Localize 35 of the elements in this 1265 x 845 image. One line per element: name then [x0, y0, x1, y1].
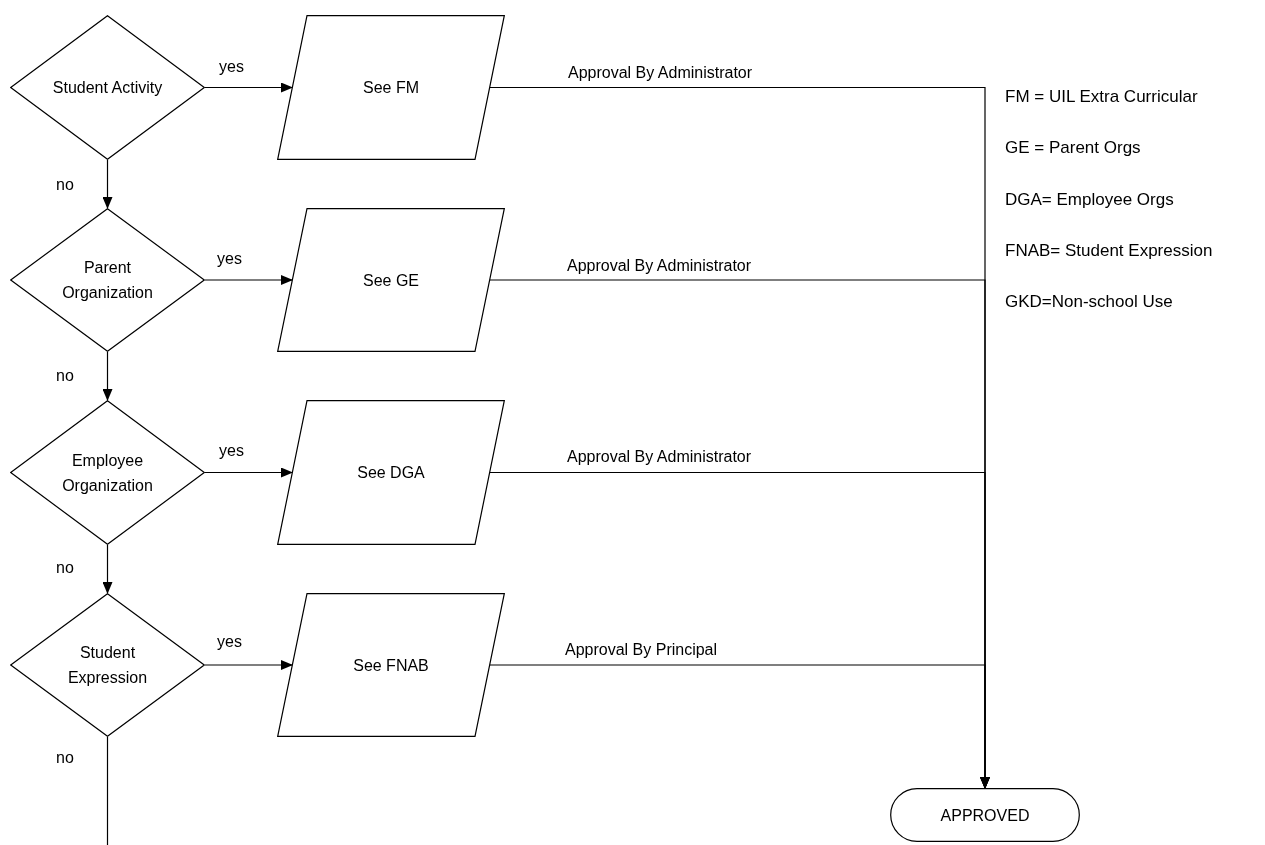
- legend-note: FM = UIL Extra Curricular: [1005, 86, 1198, 108]
- node-label: See FM: [363, 78, 419, 98]
- connector-arrow: [102, 159, 113, 209]
- edge-label: Approval By Principal: [564, 640, 719, 660]
- connector-arrow: [204, 82, 293, 93]
- decision-diamond: [10, 208, 205, 352]
- connector-arrow: [204, 275, 293, 285]
- legend-note: GE = Parent Orgs: [1005, 137, 1141, 159]
- connector-arrow: [102, 351, 113, 401]
- decision-diamond: [10, 593, 205, 737]
- node-label: APPROVED: [940, 805, 1030, 826]
- terminal-box: [890, 788, 1080, 842]
- decision-diamond: [10, 400, 205, 545]
- node-label: Student Expression: [66, 643, 149, 688]
- connector-arrow: [489, 664, 990, 789]
- edge-label: Approval By Administrator: [566, 447, 753, 467]
- node-label: See GE: [363, 270, 419, 291]
- connector-arrow: [204, 467, 293, 478]
- node-label: Student Activity: [52, 78, 163, 98]
- data-parallelogram: [277, 15, 505, 160]
- edge-label: Approval By Administrator: [566, 256, 753, 276]
- connector-arrow: [204, 660, 293, 670]
- data-parallelogram: [277, 400, 505, 545]
- node-label: See FNAB: [353, 655, 429, 676]
- legend-note: DGA= Employee Orgs: [1005, 189, 1174, 211]
- node-label: Employee Organization: [61, 450, 154, 496]
- node-label: Parent Organization: [61, 258, 154, 303]
- legend-note: FNAB= Student Expression: [1005, 240, 1213, 262]
- data-parallelogram: [277, 593, 505, 737]
- legend-note: GKD=Non-school Use: [1005, 291, 1173, 313]
- node-label: See DGA: [357, 463, 425, 483]
- edge-label: Approval By Administrator: [567, 63, 754, 83]
- decision-diamond: [10, 15, 205, 160]
- data-parallelogram: [277, 208, 505, 352]
- connector-arrow: [102, 544, 113, 594]
